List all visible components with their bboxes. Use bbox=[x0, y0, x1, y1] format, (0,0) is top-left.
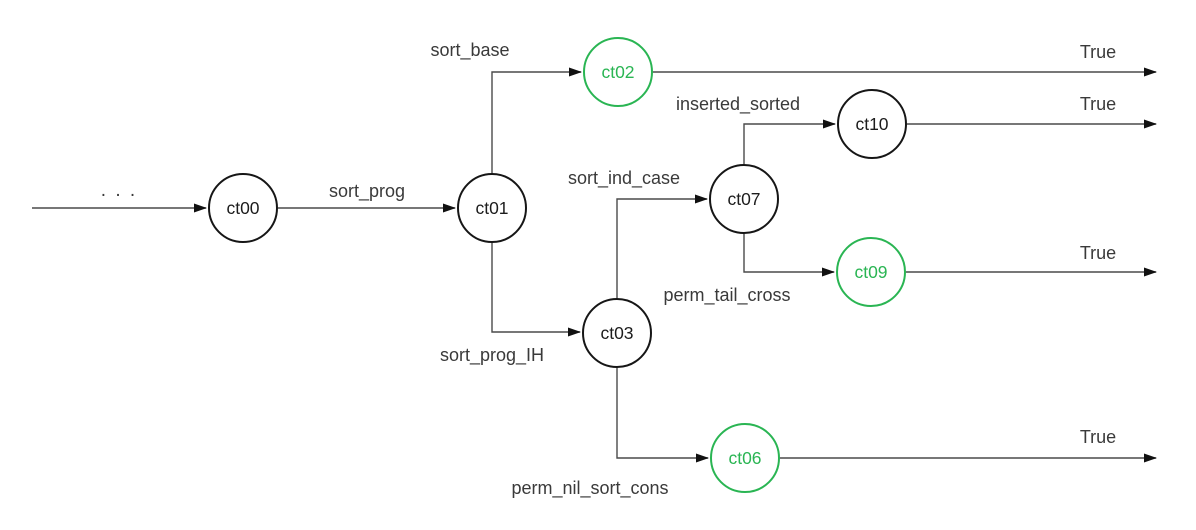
node-ct07: ct07 bbox=[709, 164, 779, 234]
node-ct01-label: ct01 bbox=[475, 198, 508, 218]
edge-sort-prog-label: sort_prog bbox=[329, 181, 405, 202]
node-ct09-label: ct09 bbox=[854, 262, 887, 282]
node-ct00-label: ct00 bbox=[226, 198, 259, 218]
node-ct02: ct02 bbox=[583, 37, 653, 107]
node-ct06: ct06 bbox=[710, 423, 780, 493]
node-ct03-label: ct03 bbox=[600, 323, 633, 343]
node-ct00-circle bbox=[208, 173, 278, 243]
edge-perm-nil-sort-cons bbox=[616, 368, 709, 463]
edge-sort-ind-case bbox=[616, 194, 708, 298]
node-ct03: ct03 bbox=[582, 298, 652, 368]
node-ct09: ct09 bbox=[836, 237, 906, 307]
edge-perm-tail-cross bbox=[743, 234, 835, 277]
node-ct02-circle bbox=[583, 37, 653, 107]
edge-entry-label: . . . bbox=[101, 180, 137, 201]
node-ct03-circle bbox=[582, 298, 652, 368]
edge-perm-nil-sort-cons-label: perm_nil_sort_cons bbox=[511, 478, 668, 499]
node-ct01: ct01 bbox=[457, 173, 527, 243]
node-ct10-label: ct10 bbox=[855, 114, 888, 134]
edge-sort-prog-ih-label: sort_prog_IH bbox=[440, 345, 544, 366]
edge-sort-prog-ih bbox=[491, 243, 581, 337]
node-ct07-circle bbox=[709, 164, 779, 234]
node-ct10-circle bbox=[837, 89, 907, 159]
edge-sort-base-label: sort_base bbox=[430, 40, 509, 61]
node-ct02-label: ct02 bbox=[601, 62, 634, 82]
node-ct09-circle bbox=[836, 237, 906, 307]
edge-sort-ind-case-label: sort_ind_case bbox=[568, 168, 680, 189]
node-ct06-circle bbox=[710, 423, 780, 493]
node-ct06-label: ct06 bbox=[728, 448, 761, 468]
edge-sort-base bbox=[491, 67, 582, 173]
node-ct01-circle bbox=[457, 173, 527, 243]
edge-true-ct10-label: True bbox=[1080, 94, 1116, 114]
edge-inserted-sorted bbox=[743, 119, 836, 164]
edge-true-ct02-label: True bbox=[1080, 42, 1116, 62]
node-ct10: ct10 bbox=[837, 89, 907, 159]
edge-perm-tail-cross-label: perm_tail_cross bbox=[663, 285, 790, 306]
node-ct00: ct00 bbox=[208, 173, 278, 243]
edge-inserted-sorted-label: inserted_sorted bbox=[676, 94, 800, 115]
edge-true-ct06-label: True bbox=[1080, 427, 1116, 447]
node-ct07-label: ct07 bbox=[727, 189, 760, 209]
edge-true-ct09-label: True bbox=[1080, 243, 1116, 263]
